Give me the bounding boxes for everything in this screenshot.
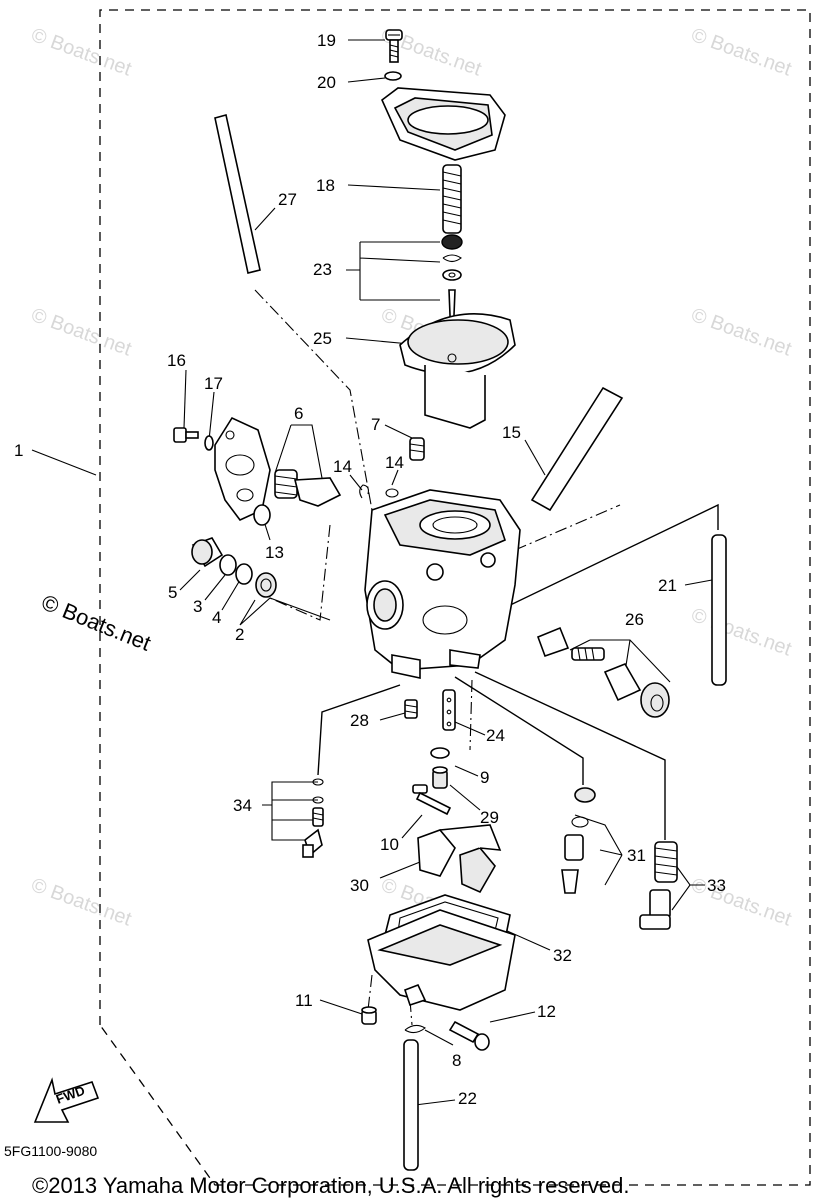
callout-labels: 1 2 3 4 5 6 7 8 9 10 11 12 13 14 14 15 1… (14, 31, 726, 1108)
callout-12: 12 (537, 1002, 556, 1021)
part-needle-jet-24 (442, 689, 456, 731)
callout-11: 11 (295, 991, 313, 1010)
part-washer-4 (235, 563, 253, 585)
part-hose-21 (711, 534, 727, 686)
part-carburetor-body (364, 489, 521, 679)
part-fitting-2 (255, 572, 277, 598)
callout-17: 17 (204, 374, 223, 393)
part-vent-hose-27 (214, 114, 261, 274)
part-washer-20 (384, 71, 402, 81)
callout-10: 10 (380, 835, 399, 854)
copyright-notice: ©2013 Yamaha Motor Corporation, U.S.A. A… (32, 1173, 629, 1198)
assembly-boundary (99, 9, 811, 1186)
callout-2: 2 (235, 625, 244, 644)
callout-34: 34 (233, 796, 252, 815)
part-oring-13 (253, 504, 271, 526)
watermark: © Boats.net (28, 304, 134, 361)
callout-19: 19 (317, 31, 336, 50)
part-screw-11 (361, 1006, 377, 1025)
part-main-jet-29 (432, 766, 448, 789)
watermark: © Boats.net (28, 24, 134, 81)
part-vent-hose-15 (530, 386, 624, 512)
callout-18: 18 (316, 176, 335, 195)
callout-16: 16 (167, 351, 186, 370)
callout-7: 7 (371, 415, 380, 434)
watermark: © Boats.net (688, 24, 794, 81)
part-valve-set-26 (536, 626, 670, 718)
part-oring-14b (385, 488, 399, 498)
callout-29: 29 (480, 808, 499, 827)
watermarks-faint: © Boats.net © Boats.net © Boats.net © Bo… (28, 24, 794, 931)
part-spring-18 (442, 164, 462, 234)
part-washer-9 (430, 747, 450, 759)
part-plug-28 (404, 699, 418, 719)
part-pilot-screw-set-34 (302, 778, 324, 858)
leader-lines (31, 39, 713, 1106)
callout-3: 3 (193, 597, 202, 616)
callout-20: 20 (317, 73, 336, 92)
part-washer-3 (219, 554, 237, 576)
callout-30: 30 (350, 876, 369, 895)
callout-5: 5 (168, 583, 177, 602)
connection-lines (254, 289, 719, 1026)
part-float-valve-31 (561, 787, 596, 894)
callout-22: 22 (458, 1089, 477, 1108)
part-pump-set-6 (274, 469, 342, 507)
callout-28: 28 (350, 711, 369, 730)
part-clip-8 (404, 1024, 426, 1034)
part-float-30 (417, 824, 502, 894)
callout-14: 14 (333, 457, 352, 476)
fwd-arrow-icon: FWD (33, 1077, 100, 1123)
callout-6: 6 (294, 404, 303, 423)
part-clip-14a (359, 484, 369, 499)
callout-14-second: 14 (385, 453, 404, 472)
callout-32: 32 (553, 946, 572, 965)
callout-21: 21 (658, 576, 677, 595)
callout-15: 15 (502, 423, 521, 442)
callout-25: 25 (313, 329, 332, 348)
watermark-dark: © Boats.net (38, 589, 154, 655)
part-screw-19 (385, 29, 403, 63)
diagram-code: 5FG1100-9080 (4, 1143, 97, 1159)
part-screw-7 (409, 437, 425, 461)
callout-8: 8 (452, 1051, 461, 1070)
callout-33: 33 (707, 876, 726, 895)
part-joint-5 (191, 537, 224, 568)
part-screw-16 (173, 427, 199, 443)
watermark: © Boats.net (688, 604, 794, 661)
part-screw-33 (639, 841, 678, 930)
part-washer-17 (204, 435, 214, 451)
part-screw-10 (412, 784, 452, 816)
callout-23: 23 (313, 260, 332, 279)
part-drain-hose-22 (403, 1039, 419, 1171)
part-float-bowl (367, 894, 516, 1011)
callout-13: 13 (265, 543, 284, 562)
part-carburetor-top-cover (381, 87, 506, 161)
part-diaphragm-25 (399, 313, 516, 429)
callout-1: 1 (14, 441, 23, 460)
watermark: © Boats.net (28, 874, 134, 931)
callout-24: 24 (486, 726, 505, 745)
callout-9: 9 (480, 768, 489, 787)
callout-31: 31 (627, 846, 646, 865)
callout-4: 4 (212, 608, 221, 627)
callout-26: 26 (625, 610, 644, 629)
watermark: © Boats.net (688, 874, 794, 931)
part-drain-screw-12 (448, 1020, 490, 1051)
callout-27: 27 (278, 190, 297, 209)
watermark: © Boats.net (688, 304, 794, 361)
